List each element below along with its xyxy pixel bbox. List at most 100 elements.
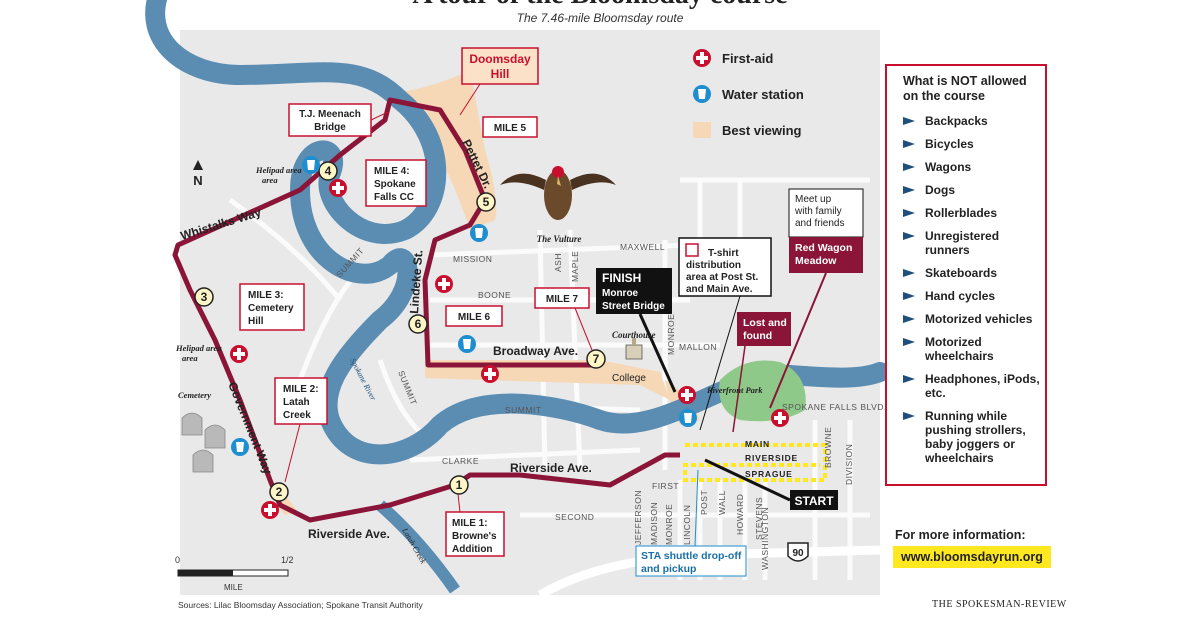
i90-shield-icon: 90	[787, 542, 809, 562]
svg-text:distribution: distribution	[686, 260, 741, 271]
svg-text:STA shuttle drop-off: STA shuttle drop-off	[641, 550, 742, 562]
svg-text:3: 3	[201, 290, 208, 304]
first-aid-icon	[261, 501, 279, 519]
first-aid-icon	[329, 179, 347, 197]
svg-text:START: START	[794, 494, 834, 508]
more-info-link[interactable]: www.bloomsdayrun.org	[893, 546, 1051, 568]
lost-found-callout: Lost and found	[732, 312, 791, 433]
svg-text:Hill: Hill	[491, 67, 510, 81]
not-allowed-item: Skateboards	[887, 266, 1045, 280]
svg-text:MILE: MILE	[224, 583, 243, 592]
svg-text:1/2: 1/2	[281, 555, 294, 565]
first-aid-icon	[692, 48, 712, 68]
best-viewing-swatch	[692, 120, 712, 140]
svg-text:MILE 6: MILE 6	[458, 312, 491, 323]
place-labels: Helipad area area Helipad area area Ceme…	[175, 165, 763, 400]
not-allowed-list: Backpacks Bicycles Wagons Dogs Rollerbla…	[887, 114, 1045, 465]
mile-marker-6: 6	[408, 314, 428, 334]
svg-text:MILE 3:: MILE 3:	[248, 290, 284, 301]
svg-text:MAPLE: MAPLE	[570, 251, 580, 282]
svg-text:Latah: Latah	[283, 397, 310, 408]
svg-text:4: 4	[325, 164, 332, 178]
svg-text:with family: with family	[794, 206, 842, 217]
svg-text:Hill: Hill	[248, 316, 264, 327]
water-cup-icon	[231, 438, 249, 456]
svg-text:CLARKE: CLARKE	[442, 456, 479, 466]
svg-text:Meet up: Meet up	[795, 194, 832, 205]
svg-text:Addition: Addition	[452, 544, 493, 555]
legend-first-aid-label: First-aid	[722, 50, 774, 66]
svg-text:BROWNE: BROWNE	[823, 427, 833, 468]
svg-text:area at Post St.: area at Post St.	[686, 272, 758, 283]
downtown-loop	[683, 443, 827, 482]
svg-text:FIRST: FIRST	[652, 481, 679, 491]
courthouse-icon	[625, 338, 643, 360]
svg-text:Meadow: Meadow	[795, 255, 837, 267]
legend-best-viewing: Best viewing	[692, 120, 801, 140]
svg-text:MAXWELL: MAXWELL	[620, 242, 665, 252]
svg-text:MAIN: MAIN	[745, 439, 770, 449]
svg-text:RIVERSIDE: RIVERSIDE	[745, 453, 798, 463]
svg-text:area: area	[182, 353, 198, 363]
mile7-callout: MILE 7	[534, 287, 593, 351]
svg-text:found: found	[743, 330, 772, 342]
svg-text:MONROE: MONROE	[664, 504, 674, 545]
spokane-river	[145, 0, 890, 465]
not-allowed-item: Wagons	[887, 160, 1045, 174]
svg-text:T.J. Meenach: T.J. Meenach	[299, 109, 361, 120]
svg-text:Doomsday: Doomsday	[469, 52, 531, 66]
meetup-callout: Meet up with family and friends Red Wago…	[769, 188, 864, 409]
svg-text:Bridge: Bridge	[314, 122, 346, 133]
water-stations	[231, 156, 697, 456]
vulture-label: The Vulture	[537, 234, 582, 244]
svg-text:5: 5	[483, 195, 490, 209]
not-allowed-item: Motorized wheelchairs	[887, 335, 1045, 363]
not-allowed-item: Motorized vehicles	[887, 312, 1045, 326]
svg-text:Spokane: Spokane	[374, 179, 416, 190]
svg-text:SUMMIT: SUMMIT	[505, 405, 542, 415]
svg-text:Browne's: Browne's	[452, 531, 497, 542]
svg-text:SPOKANE FALLS BLVD.: SPOKANE FALLS BLVD.	[782, 402, 887, 412]
north-label: N	[193, 173, 202, 188]
map-title: A tour of the Bloomsday course	[412, 0, 787, 10]
not-allowed-item: Backpacks	[887, 114, 1045, 128]
svg-text:1: 1	[456, 478, 463, 492]
legend-first-aid: First-aid	[692, 48, 773, 68]
svg-text:FINISH: FINISH	[602, 271, 641, 285]
svg-text:Cemetery: Cemetery	[178, 390, 211, 400]
svg-text:and Main Ave.: and Main Ave.	[686, 284, 753, 295]
first-aid-icon	[230, 345, 248, 363]
not-allowed-panel: What is NOT allowed on the course Backpa…	[885, 64, 1047, 486]
downtown-street-labels: MAIN RIVERSIDE SPRAGUE	[745, 439, 798, 479]
mile-marker-3: 3	[194, 287, 214, 307]
svg-text:Lindeke St.: Lindeke St.	[407, 249, 425, 314]
not-allowed-item: Hand cycles	[887, 289, 1045, 303]
not-allowed-item: Rollerblades	[887, 206, 1045, 220]
svg-text:T-shirt: T-shirt	[708, 248, 739, 259]
svg-text:Helipad area: Helipad area	[255, 165, 302, 175]
svg-text:MONROE: MONROE	[666, 314, 676, 355]
not-allowed-heading: What is NOT allowed on the course	[903, 74, 1027, 103]
svg-text:7: 7	[593, 352, 600, 366]
mile-markers: 1 2 3 4 5 6 7	[194, 161, 606, 502]
svg-text:MILE 4:: MILE 4:	[374, 166, 410, 177]
svg-text:JEFFERSON: JEFFERSON	[633, 490, 643, 545]
first-aid-icon	[481, 365, 499, 383]
svg-text:WALL: WALL	[717, 490, 727, 515]
svg-text:MILE 5: MILE 5	[494, 123, 527, 134]
svg-text:SECOND: SECOND	[555, 512, 594, 522]
svg-text:DIVISION: DIVISION	[844, 444, 854, 485]
svg-text:Monroe: Monroe	[602, 288, 639, 299]
map-subtitle: The 7.46-mile Bloomsday route	[517, 11, 684, 25]
not-allowed-item: Unregistered runners	[887, 229, 1045, 257]
first-aid-icons	[230, 179, 789, 519]
svg-text:LINCOLN: LINCOLN	[682, 505, 692, 545]
scale-bar: 0 1/2 MILE	[175, 555, 294, 592]
water-cup-icon	[470, 224, 488, 242]
svg-text:Riverfront Park: Riverfront Park	[706, 385, 763, 395]
svg-text:0: 0	[175, 555, 180, 565]
first-aid-icon	[771, 409, 789, 427]
college-label: College	[612, 373, 646, 384]
source-note: Sources: Lilac Bloomsday Association; Sp…	[178, 600, 423, 610]
mile1-callout: MILE 1: Browne's Addition	[445, 493, 505, 557]
